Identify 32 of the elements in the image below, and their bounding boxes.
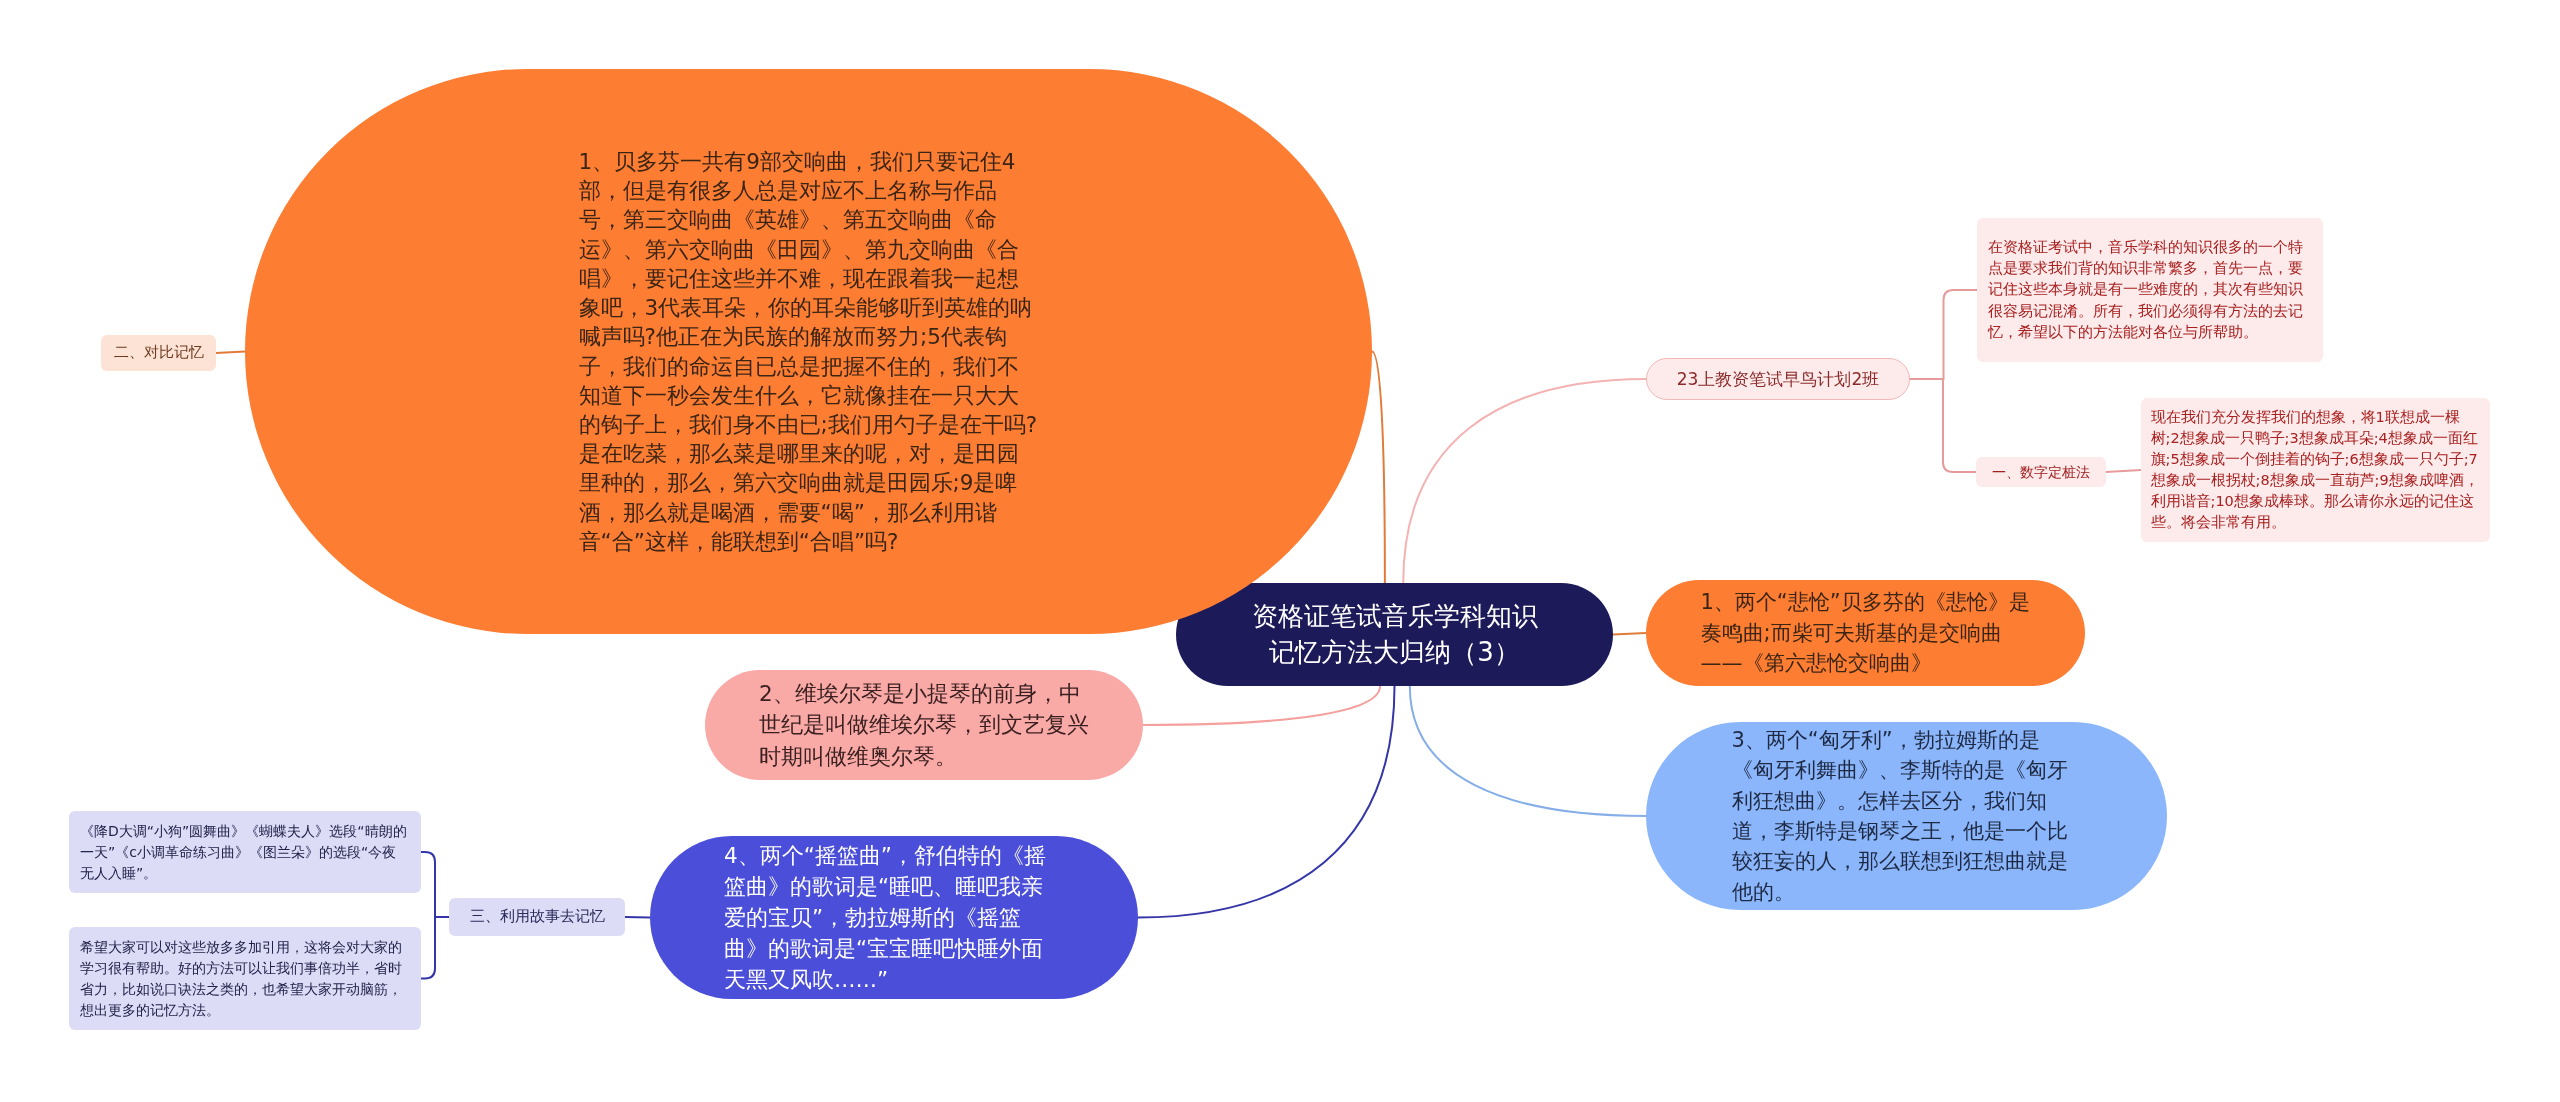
topic-text: 4、两个“摇篮曲”，舒伯特的《摇篮曲》的歌词是“睡吧、睡吧我亲爱的宝贝”，勃拉姆斯的《摇篮曲》的歌词是“宝宝睡吧快睡外面天黑又风吹……” [724, 841, 1047, 995]
note-text: 在资格证考试中，音乐学科的知识很多的一个特点是要求我们背的知识非常繁多，首先一点，要记住这些本身就是有一些难度的，其次有些知识很容易记混淆。所有，我们必须得有方法的去记忆，希望以下的方法能对各位与所帮助。 [1987, 238, 2304, 342]
note-card [2141, 398, 2490, 542]
connector-line [1371, 350, 1386, 584]
topic-text: 1、两个“悲怆”贝多芬的《悲怆》是奏鸣曲;而柴可夫斯基的是交响曲——《第六悲怆交响曲》 [1700, 589, 2031, 678]
branch-label [1976, 457, 2106, 487]
topic-text: 2、维埃尔琴是小提琴的前身，中世纪是叫做维埃尔琴，到文艺复兴时期叫做维奥尔琴。 [759, 680, 1089, 771]
topic-title: 资格证笔试音乐学科知识记忆方法大归纳（3） [1250, 600, 1539, 669]
note-card [69, 811, 421, 893]
connector-line [1137, 685, 1396, 919]
connector-line [1402, 378, 1647, 584]
topic-text: 1、贝多芬一共有9部交响曲，我们只要记住4部，但是有很多人总是对应不上名称与作品号，第三交响曲《英雄》、第五交响曲《命运》、第六交响曲《田园》、第九交响曲《合唱》，要记住这些并不难，现在跟着我一起想象吧，3代表耳朵，你的耳朵能够听到英雄的呐喊声吗?他正在为民族的解放而努力;5代表钩子，我们的命运自已总是把握不住的，我们不知道下一秒会发生什么，它就像挂在一只大大的钩子上，我们身不由已;我们用勺子是在干吗?是在吃菜，那么菜是哪里来的呢，对，是田园里种的，那么，第六交响曲就是田园乐;9是啤酒，那么就是喝酒，需要“喝”，那么利用谐音“合”这样，能联想到“合唱”吗? [578, 147, 1039, 556]
branch-label-text: 二、对比记忆 [113, 343, 204, 363]
subtopic-text: 23上教资笔试早鸟计划2班 [1676, 367, 1880, 391]
topic-text: 3、两个“匈牙利”，勃拉姆斯的是《匈牙利舞曲》、李斯特的是《匈牙利狂想曲》。怎样去区分，我们知道，李斯特是钢琴之王，他是一个比较狂妄的人，那么联想到狂想曲就是他的。 [1731, 726, 2069, 906]
connector-line [1142, 685, 1382, 726]
branch-label [449, 898, 625, 936]
branch-label-text: 三、利用故事去记忆 [469, 907, 605, 927]
connector-line [1909, 378, 1977, 473]
note-text: 《降D大调“小狗”圆舞曲》《蝴蝶夫人》选段“晴朗的一天”《c小调革命练习曲》《图兰朵》的选段“今夜无人入睡”。 [80, 821, 408, 883]
subtopic-pill [1646, 358, 1910, 400]
connector-line [624, 916, 651, 919]
note-text: 希望大家可以对这些放多多加引用，这将会对大家的学习很有帮助。好的方法可以让我们事倍功半，省时省力，比如说口诀法之类的，也希望大家开动脑筋，想出更多的记忆方法。 [80, 937, 403, 1020]
connector-line [1408, 685, 1647, 817]
branch-label [101, 335, 216, 371]
note-card [1977, 218, 2323, 362]
branch-label-text: 一、数字定桩法 [1992, 462, 2090, 482]
connector-line [1612, 632, 1647, 636]
note-text: 现在我们充分发挥我们的想象，将1联想成一棵树;2想象成一只鸭子;3想象成耳朵;4想象成一面红旗;5想象成一个倒挂着的钩子;6想象成一只勺子;7想象成一根拐杖;8想象成一直葫芦;9想象成啤酒，利用谐音;10想象成棒球。那么请你永远的记住这些。将会非常有用。 [2150, 407, 2480, 533]
note-card [69, 927, 421, 1030]
connector-line [2105, 469, 2142, 473]
connector-line [215, 350, 246, 354]
